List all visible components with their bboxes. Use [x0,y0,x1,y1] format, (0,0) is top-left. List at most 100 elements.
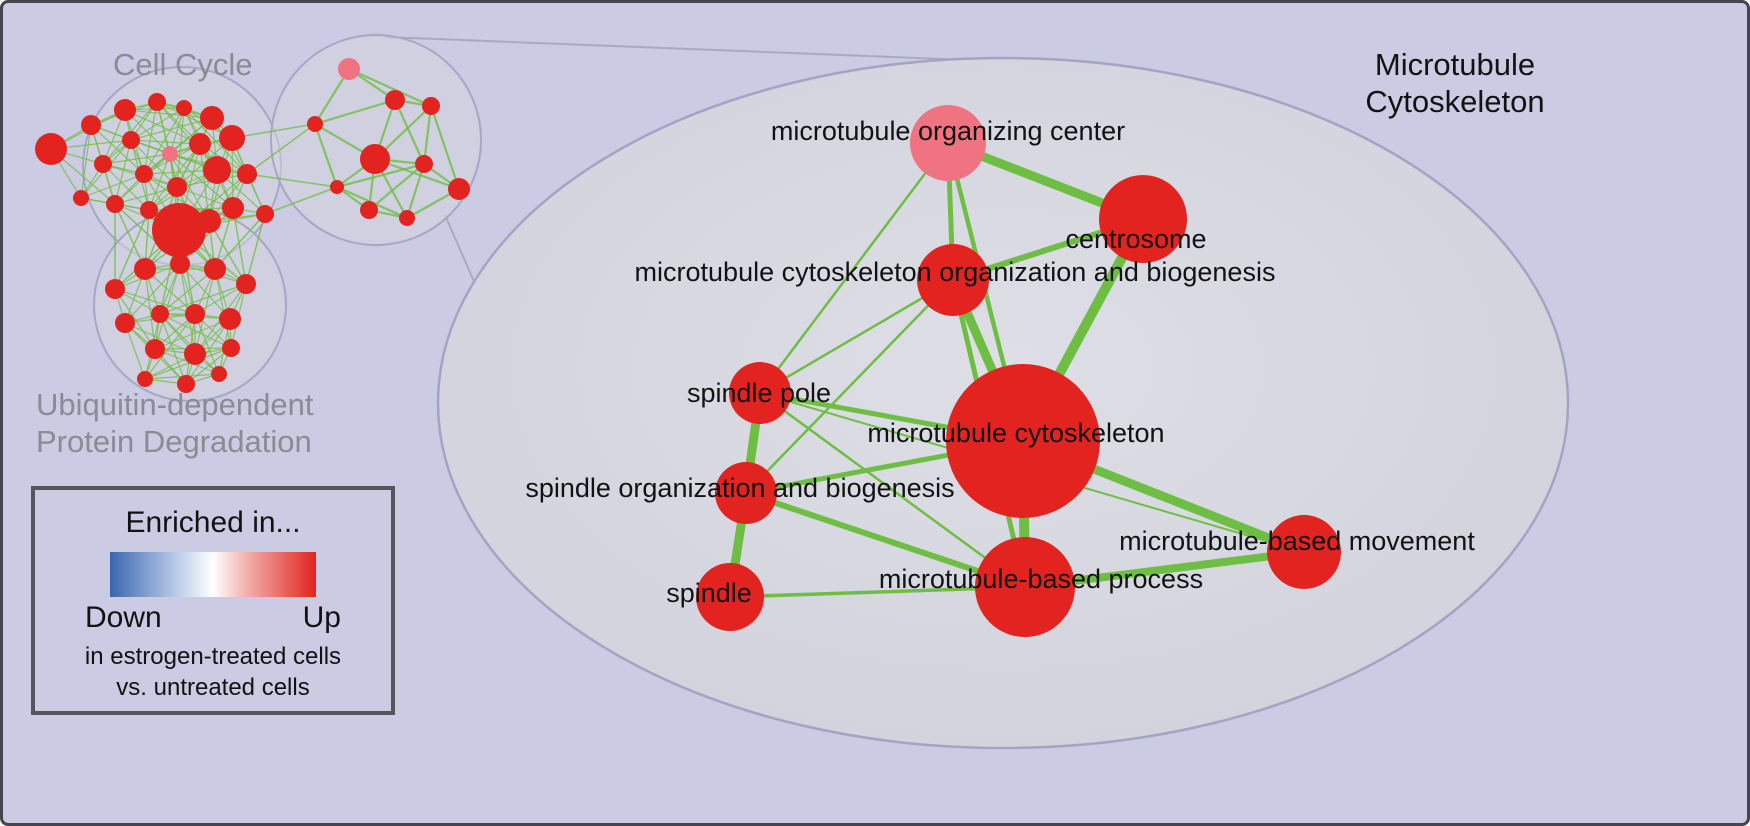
overview-edge [159,313,220,375]
overview-node [360,201,378,219]
microtubule-cluster-label-line2: Cytoskeleton [1365,83,1545,119]
overview-node [81,115,101,135]
overview-node [170,254,190,274]
overview-edge [114,139,132,205]
overview-node [73,190,89,206]
overview-edge [176,107,185,188]
legend-caption-line2: vs. untreated cells [116,674,310,702]
overview-edge [143,107,185,175]
overview-edge [368,163,425,211]
detail-node-mc [946,364,1100,518]
detail-edge-mcob-sp [758,278,955,395]
enrichment-map-figure: microtubule organizing centercentrosomem… [35,34,1570,750]
overview-node [151,305,169,323]
overview-node [200,106,224,130]
overview-node [115,313,135,333]
overview-edge [102,163,150,211]
overview-edge [143,101,158,175]
overview-node [106,195,124,213]
overview-node [204,258,226,280]
overview-edge [422,105,433,165]
detail-node-label-mbm: microtubule-based movement [1119,526,1475,556]
detail-edge-moc-sp [758,141,950,395]
overview-edge [130,139,201,145]
cell-cycle-cluster-label: Cell Cycle [113,47,253,82]
overview-node [399,210,415,226]
overview-node [222,197,244,219]
detail-node-label-sob: spindle organization and biogenesis [525,473,954,503]
overview-edge [114,186,178,205]
overview-edge [156,101,233,139]
overview-node [219,125,245,151]
overview-node [105,279,125,299]
overview-node [145,339,165,359]
overview-edge [159,283,247,315]
overview-edge [348,67,432,108]
overview-edge [114,209,150,290]
detail-node-cen [1099,175,1187,263]
detail-node-label-cen: centrosome [1065,224,1206,254]
legend-caption: in estrogen-treated cells vs. untreated … [35,641,391,703]
legend-updown-row: Down Up [35,601,391,635]
detail-node-sob [715,462,777,524]
overview-edge [169,107,185,155]
overview-edge [102,153,171,165]
overview-node [177,375,195,393]
overview-edge [232,207,247,285]
overview-edge [159,268,216,315]
detail-node-moc [910,105,986,181]
overview-node [360,144,390,174]
overview-edge [144,347,232,380]
legend-box: Enriched in... Down Up in estrogen-treat… [31,486,395,715]
overview-node [189,133,211,155]
overview-edge [264,186,338,215]
overview-node [135,165,153,183]
overview-edge [429,105,461,190]
detail-node-label-spn: spindle [666,578,752,608]
overview-edge [245,213,266,285]
overview-node [197,209,221,233]
overview-edge [154,318,231,350]
detail-node-mbm [1267,515,1341,589]
overview-node [307,116,323,132]
detail-edge-sp-mbp [758,391,1027,589]
overview-edge [124,263,181,324]
overview-node [94,155,112,173]
overview-edge [393,99,426,165]
overview-node [385,90,405,110]
detail-node-label-mbp: microtubule-based process [879,564,1203,594]
overview-edge [214,268,232,349]
overview-edge [80,173,145,199]
overview-edge [185,347,232,385]
overview-edge [208,220,247,285]
legend-up-label: Up [302,601,341,634]
detail-node-sp [729,362,791,424]
overview-node [140,201,158,219]
overview-edge [231,123,316,139]
ubiquitin-cluster-label-line2: Protein Degradation [36,423,312,459]
overview-node [137,371,153,387]
overview-edge [148,143,201,211]
legend-down-label: Down [85,601,162,634]
overview-node [162,146,178,162]
overview-edge [114,288,196,315]
legend-caption-line1: in estrogen-treated cells [84,643,342,670]
detail-nodes [696,105,1341,637]
overview-node [134,258,156,280]
overview-edge [114,288,156,350]
overview-node [114,99,136,121]
overview-node [148,93,166,111]
legend-gradient-bar [110,552,316,597]
overview-node [448,178,470,200]
overview-edge [336,162,425,189]
overview-edge [154,263,181,350]
overview-node [415,155,433,173]
cluster-outline-circles [82,34,482,402]
overview-edge [80,124,92,199]
overview-node [167,177,187,197]
detail-labels: microtubule organizing centercentrosomem… [525,116,1475,608]
overview-node [211,366,227,382]
detail-node-mcob [917,244,989,316]
overview-nodes [35,58,470,393]
microtubule-cluster-label-line1: Microtubule [1374,47,1536,82]
